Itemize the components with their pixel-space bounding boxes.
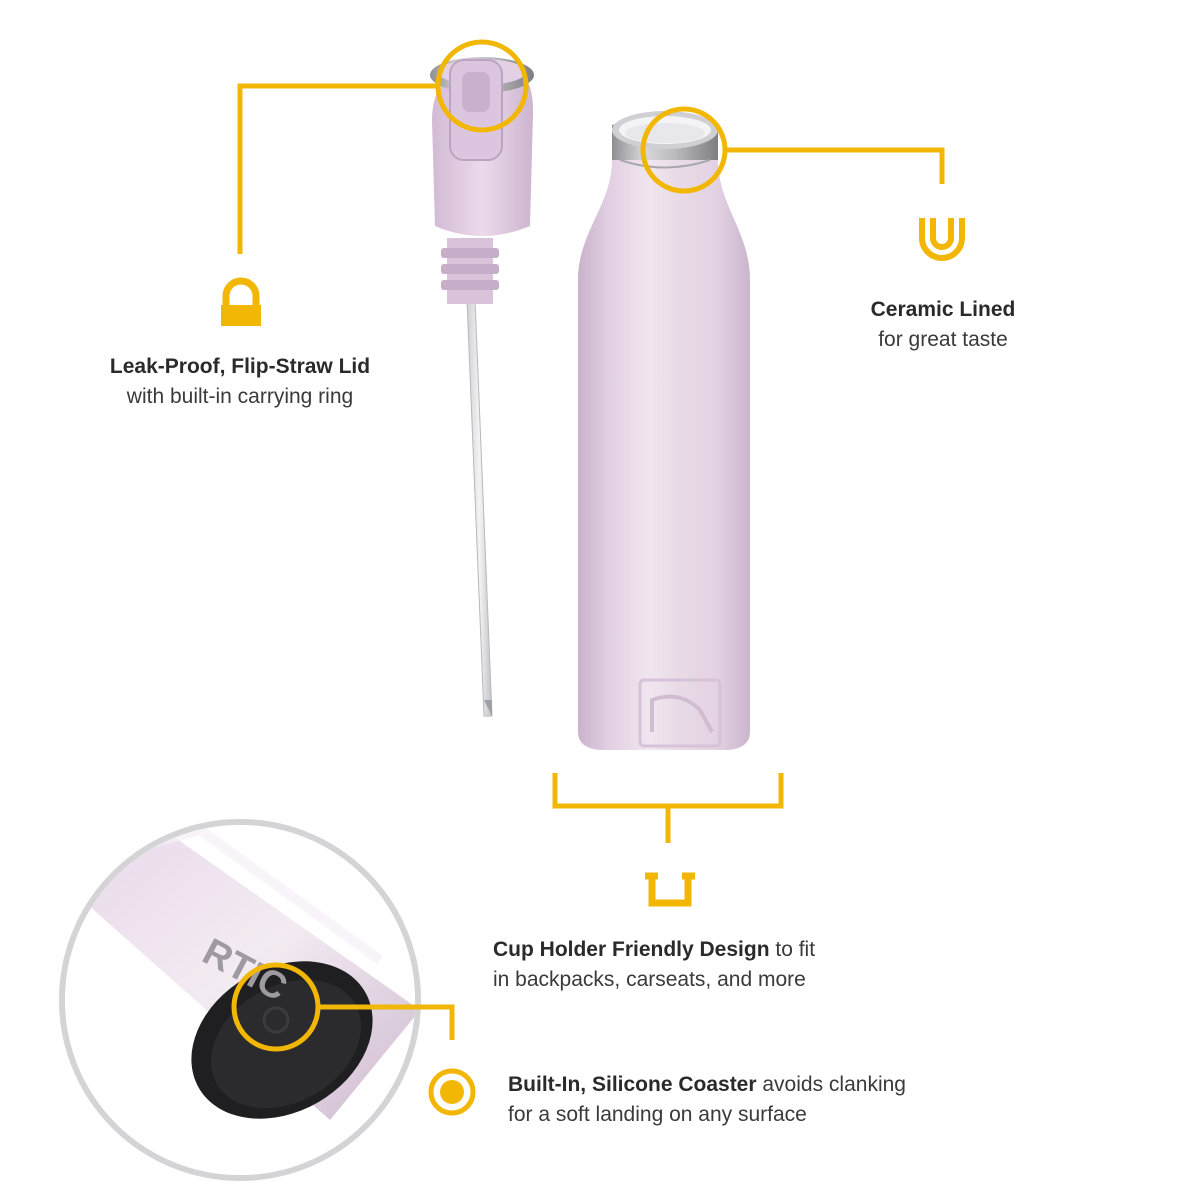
cup-holder-bracket [552, 773, 784, 843]
water-bottle [578, 111, 750, 750]
coaster-closeup: RTIC [59, 819, 421, 1181]
ceramic-text: for great taste [878, 328, 1008, 351]
coaster-callout-line [318, 1004, 455, 1040]
coaster-text-line2: for a soft landing on any surface [508, 1103, 807, 1126]
cup-text-inline: to fit [769, 938, 816, 961]
lid-caption: Leak-Proof, Flip-Straw Lid with built-in… [60, 352, 420, 412]
ceramic-callout-line [725, 147, 945, 184]
lid-callout-line [237, 83, 438, 254]
coaster-text-inline: avoids clanking [756, 1073, 906, 1096]
cup-title: Cup Holder Friendly Design [493, 938, 770, 961]
ceramic-title: Ceramic Lined [870, 298, 1016, 321]
cup-holder-icon [645, 872, 695, 907]
ceramic-caption: Ceramic Lined for great taste [843, 295, 1043, 355]
lid-title: Leak-Proof, Flip-Straw Lid [109, 355, 371, 378]
coaster-icon [428, 1068, 476, 1116]
cup-text-line2: in backpacks, carseats, and more [493, 968, 806, 991]
coaster-caption: Built-In, Silicone Coaster avoids clanki… [508, 1070, 906, 1130]
u-shape-icon [919, 218, 965, 261]
carry-ring-icon [221, 277, 261, 326]
lid-text: with built-in carrying ring [126, 385, 354, 408]
cup-caption: Cup Holder Friendly Design to fit in bac… [493, 935, 815, 995]
coaster-title: Built-In, Silicone Coaster [508, 1073, 757, 1096]
straw-lid [430, 57, 534, 717]
lid-highlight-circle [435, 39, 529, 133]
